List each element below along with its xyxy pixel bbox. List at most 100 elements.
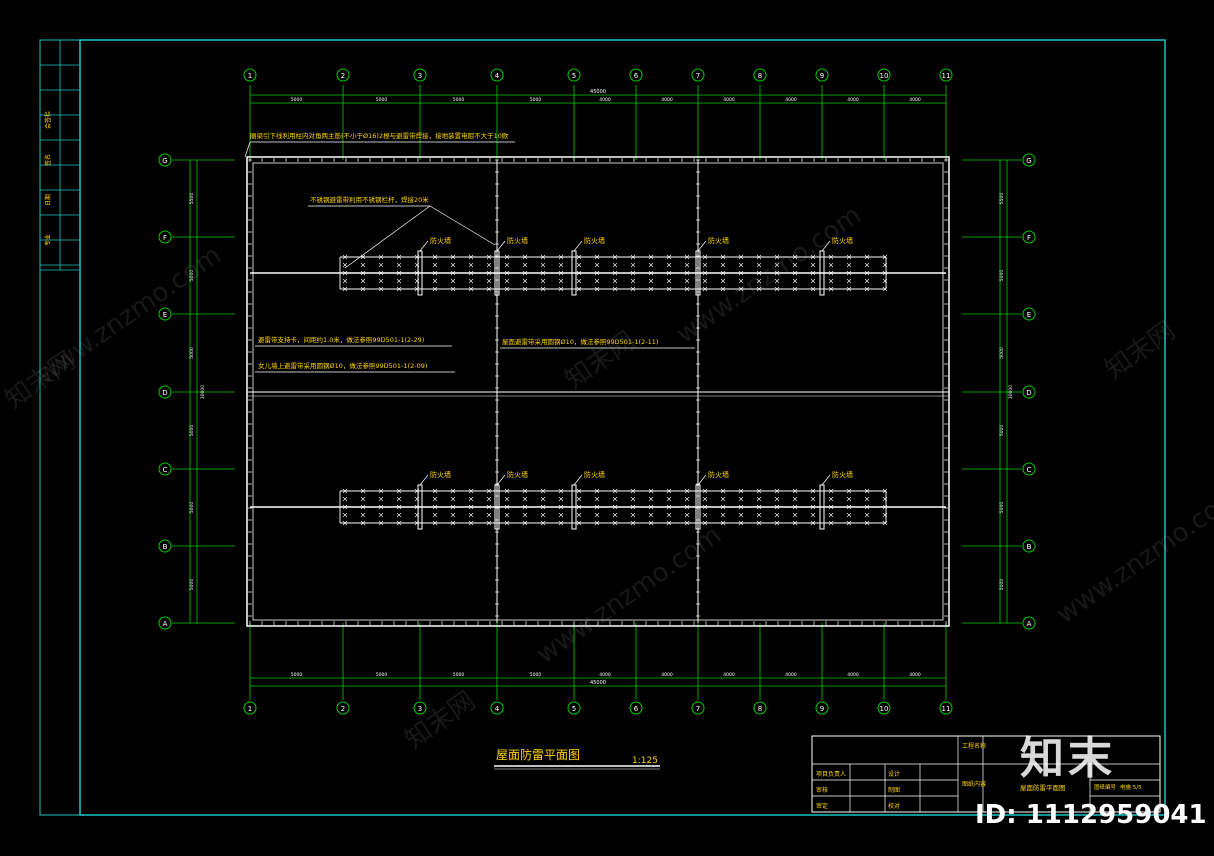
leader: [419, 240, 429, 252]
dim-text: 4000: [847, 97, 859, 103]
support-clip: [612, 488, 618, 494]
support-clip: [792, 262, 798, 268]
support-clip: [846, 496, 852, 502]
firewall-label: 防火墙: [430, 236, 451, 245]
tb-label: 图纸编号: [1094, 783, 1117, 791]
support-clip: [396, 270, 402, 276]
support-clip: [612, 496, 618, 502]
leader: [573, 240, 583, 252]
support-clip: [810, 488, 816, 494]
axis-letter: E: [163, 311, 167, 319]
support-clip: [486, 270, 492, 276]
support-clip: [558, 488, 564, 494]
support-clip: [468, 520, 474, 526]
support-clip: [522, 496, 528, 502]
support-clip: [702, 262, 708, 268]
support-clip: [378, 520, 384, 526]
support-clip: [594, 488, 600, 494]
axis-letter: A: [1027, 620, 1032, 628]
support-clip: [720, 270, 726, 276]
support-clip: [630, 254, 636, 260]
strip-label: 日期: [44, 194, 52, 206]
dim-text: 4000: [723, 97, 735, 103]
leader: [573, 474, 583, 486]
support-clip: [612, 254, 618, 260]
support-clip: [360, 512, 366, 518]
support-clip: [846, 254, 852, 260]
support-clip: [756, 278, 762, 284]
support-clip: [828, 488, 834, 494]
support-clip: [450, 512, 456, 518]
support-clip: [558, 278, 564, 284]
support-clip: [504, 496, 510, 502]
axis-bubble: [1022, 616, 1036, 630]
strip-label: 会签栏: [44, 111, 52, 129]
leader: [344, 205, 431, 269]
tb-row-label: 制图: [888, 786, 900, 794]
support-clip: [342, 488, 348, 494]
tb-label: 图纸内容: [962, 780, 986, 788]
support-clip: [684, 286, 690, 292]
support-clip: [504, 512, 510, 518]
axis-letter: B: [1027, 543, 1032, 551]
support-clip: [612, 520, 618, 526]
firewall-label: 防火墙: [832, 470, 853, 479]
dim-text: 4000: [723, 672, 735, 678]
support-clip: [774, 286, 780, 292]
support-clip: [594, 512, 600, 518]
support-clip: [342, 512, 348, 518]
support-clip: [558, 504, 564, 510]
support-clip: [846, 278, 852, 284]
support-clip: [612, 504, 618, 510]
support-clip: [540, 270, 546, 276]
axis-bubble: [1022, 462, 1036, 476]
support-clip: [738, 262, 744, 268]
support-clip: [576, 504, 582, 510]
firewall-label: 防火墙: [584, 470, 605, 479]
axis-bubble: [939, 701, 953, 715]
axis-number: 4: [495, 705, 500, 713]
dim-text: 5500: [189, 193, 195, 205]
support-clip: [486, 512, 492, 518]
support-clip: [558, 520, 564, 526]
leader: [244, 141, 251, 158]
leader: [821, 240, 831, 252]
axis-number: 5: [572, 72, 576, 80]
firewall-label: 防火墙: [584, 236, 605, 245]
support-clip: [342, 496, 348, 502]
support-clip: [360, 286, 366, 292]
support-clip: [396, 254, 402, 260]
support-clip: [522, 270, 528, 276]
axis-bubble: [1022, 153, 1036, 167]
support-clip: [558, 512, 564, 518]
support-clip: [450, 270, 456, 276]
support-clip: [648, 520, 654, 526]
dim-text: 5500: [999, 193, 1005, 205]
axis-letter: C: [163, 466, 168, 474]
support-clip: [666, 504, 672, 510]
support-clip: [720, 504, 726, 510]
support-clip: [792, 270, 798, 276]
support-clip: [558, 270, 564, 276]
support-clip: [396, 278, 402, 284]
support-clip: [756, 520, 762, 526]
support-clip: [522, 262, 528, 268]
axis-number: 2: [341, 705, 345, 713]
drawing-scale: 1:125: [632, 756, 658, 766]
support-clip: [594, 520, 600, 526]
support-clip: [576, 520, 582, 526]
axis-number: 7: [696, 705, 700, 713]
support-clip: [540, 504, 546, 510]
dim-text: 4000: [599, 672, 611, 678]
support-clip: [486, 278, 492, 284]
support-clip: [342, 270, 348, 276]
support-clip: [630, 488, 636, 494]
leader: [496, 240, 506, 252]
axis-letter: F: [1027, 234, 1031, 242]
support-clip: [684, 496, 690, 502]
support-clip: [396, 488, 402, 494]
support-clip: [630, 520, 636, 526]
support-clip: [864, 262, 870, 268]
axis-letter: A: [163, 620, 168, 628]
support-clip: [846, 270, 852, 276]
